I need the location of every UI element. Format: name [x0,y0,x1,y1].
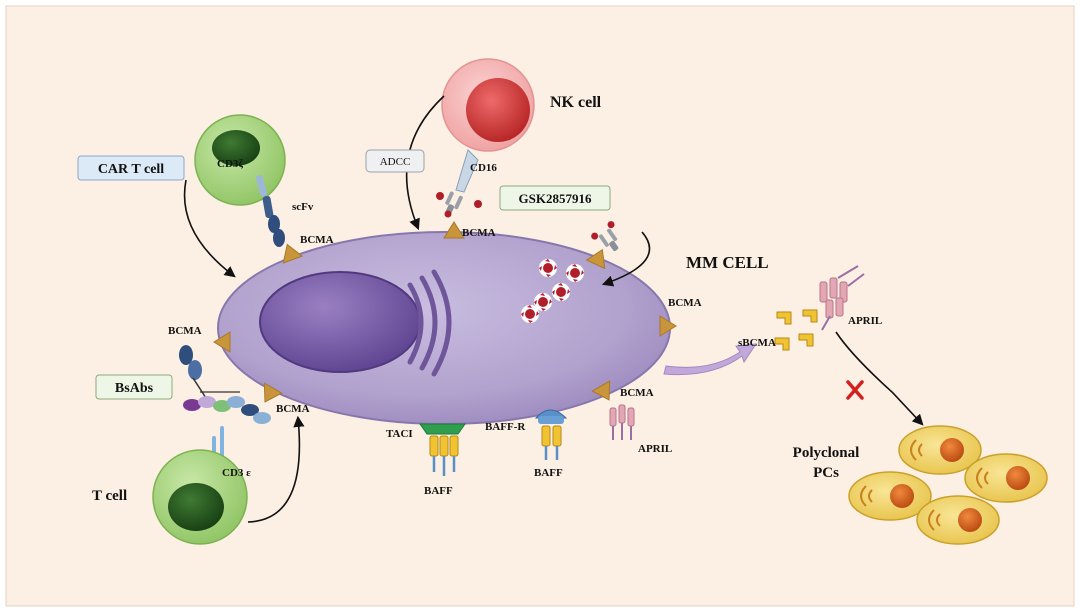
bcma-right-label: BCMA [668,297,702,309]
nk-cell [436,58,535,218]
bispecific-antibody-construct [179,345,271,460]
plasma-cell [848,471,932,521]
gsk-label-box: GSK2857916 [499,185,611,211]
april-bottom-label: APRIL [638,443,672,455]
baff-left-label: BAFF [424,485,453,497]
mm-cell-label: MM CELL [686,253,769,272]
taci-receptor [419,423,466,476]
polyclonal-plasma-cells [848,425,1048,545]
mm-nucleus [259,271,421,373]
adc-payload-particles [521,259,584,323]
baff-right-label: BAFF [534,467,563,479]
bcma-left-label: BCMA [168,325,202,337]
baff-r-receptor [534,409,568,460]
nk-cell-label: NK cell [550,94,602,111]
plasma-cell [898,425,982,475]
bsabs-label: BsAbs [115,381,154,396]
sbcma-fragments [774,309,818,351]
golgi-apparatus [407,269,452,377]
t-cell-label: T cell [92,488,127,504]
car-construct [255,175,285,247]
car-t-cell-label-box: CAR T cell [77,155,185,181]
t-cell-nucleus [168,483,224,531]
car-t-nucleus [212,130,260,166]
car-t-arrow [183,179,236,278]
april-to-pcs-arrow [835,331,924,426]
bcma-bottom-right-label: BCMA [620,387,654,399]
cd16-receptor [455,149,479,193]
cd16-label: CD16 [470,162,497,174]
adcc-label: ADCC [380,156,411,168]
nk-granules [436,192,482,218]
gsk-internalization-arrow [601,231,651,287]
t-cell-arrow [247,415,305,523]
t-cell [152,449,248,545]
bcma-top-mid-label: BCMA [462,227,496,239]
plasma-cell [964,453,1048,503]
car-t-cell-label: CAR T cell [98,162,164,177]
april-bottom-receptor [609,404,635,440]
car-t-cell [194,114,286,247]
adcc-label-box: ADCC [365,149,425,173]
bsabs-label-box: BsAbs [95,374,173,400]
pcs-label: PCs [813,465,839,481]
sbcma-label: sBCMA [738,337,776,349]
bcma-top-left-label: BCMA [300,234,334,246]
bcma-bottom-left-label: BCMA [276,403,310,415]
cd3e-label: CD3 ε [222,467,251,479]
shedding-arrow [663,343,758,376]
polyclonal-label: Polyclonal [793,445,860,461]
gsk-label: GSK2857916 [519,191,592,206]
april-right-cluster [819,265,865,331]
april-right-label: APRIL [848,315,882,327]
gsk-antibody-icon [591,221,623,255]
taci-label: TACI [386,428,413,440]
nk-nucleus [466,78,530,142]
mm-cell [217,231,671,425]
plasma-cell [916,495,1000,545]
cd3z-label: CD3ζ [217,158,243,170]
baff-r-label: BAFF-R [485,421,526,433]
inhibition-x-icon [846,380,864,400]
scfv-label: scFv [292,201,314,213]
